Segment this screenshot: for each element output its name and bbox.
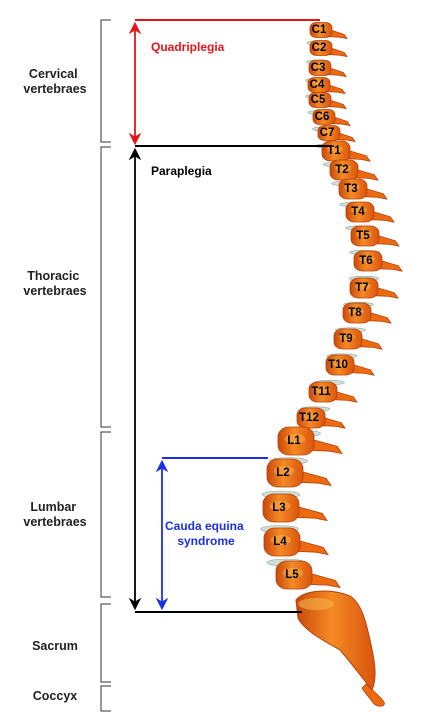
coccyx-illustration: [361, 683, 385, 707]
vertebra-highlight: [270, 534, 292, 546]
vertebra-label-t12: T12: [299, 412, 319, 424]
region-label-lumbar: Lumbar vertebraes: [23, 500, 86, 529]
vertebra-label-c5: C5: [311, 94, 326, 106]
vertebra-label-c7: C7: [320, 127, 335, 139]
vertebra-highlight: [351, 206, 367, 214]
vertebra-label-t3: T3: [344, 183, 357, 195]
vertebra-highlight: [313, 43, 327, 49]
vertebra-label-t11: T11: [311, 386, 331, 398]
vertebra-label-t4: T4: [351, 206, 365, 218]
quadriplegia-label: Quadriplegia: [151, 40, 225, 54]
spine-illustration: C1C2C3C4C5C6C7T1T2T3T4T5T6T7T8T9T10T11T1…: [260, 22, 403, 707]
vertebra-label-c4: C4: [310, 79, 325, 91]
vertebra-label-l3: L3: [272, 502, 285, 514]
vertebra-label-t2: T2: [335, 164, 348, 176]
vertebra-highlight: [273, 465, 295, 477]
vertebra-label-t9: T9: [339, 333, 352, 345]
vertebra-highlight: [335, 164, 351, 172]
vertebra-label-t5: T5: [356, 230, 370, 242]
vertebra-label-c1: C1: [312, 24, 327, 36]
region-label-sacrum: Sacrum: [32, 639, 78, 653]
vertebra-highlight: [302, 412, 318, 420]
bracket-lumbar: [100, 431, 111, 598]
vertebra-highlight: [312, 63, 326, 69]
paraplegia-label: Paraplegia: [151, 164, 212, 178]
vertebra-label-l1: L1: [287, 435, 301, 447]
vertebra-highlight: [331, 359, 347, 367]
sacrum-illustration: [295, 590, 376, 691]
vertebra-label-c3: C3: [311, 62, 326, 74]
vertebra-label-t10: T10: [328, 359, 348, 371]
vertebra-highlight: [313, 25, 327, 31]
region-label-cervical: Cervical vertebraes: [23, 67, 86, 96]
vertebra-highlight: [339, 333, 355, 341]
vertebra-label-t6: T6: [359, 255, 372, 267]
vertebra-highlight: [314, 386, 330, 394]
bracket-sacrum: [100, 603, 111, 683]
cauda-equina-label: Cauda equina syndrome: [165, 519, 247, 548]
region-label-coccyx: Coccyx: [33, 689, 78, 703]
vertebra-label-c2: C2: [312, 42, 327, 54]
vertebra-label-l5: L5: [285, 569, 299, 581]
vertebra-highlight: [269, 500, 291, 512]
vertebra-highlight: [282, 567, 304, 579]
vertebra-highlight: [359, 255, 375, 263]
vertebra-label-l4: L4: [273, 536, 287, 548]
vertebra-label-t7: T7: [355, 282, 368, 294]
vertebra-highlight: [327, 145, 343, 153]
bracket-coccyx: [100, 685, 111, 712]
vertebra-highlight: [355, 282, 371, 290]
bracket-thoracic: [100, 146, 111, 428]
vertebra-highlight: [311, 80, 325, 86]
vertebra-highlight: [348, 307, 364, 315]
vertebra-label-t8: T8: [348, 307, 362, 319]
bracket-cervical: [100, 19, 111, 143]
sacrum-highlight: [298, 598, 334, 610]
region-label-thoracic: Thoracic vertebraes: [23, 269, 86, 298]
vertebra-highlight: [321, 128, 335, 134]
vertebra-label-t1: T1: [327, 145, 341, 157]
vertebra-highlight: [284, 433, 306, 445]
region-brackets: [100, 19, 111, 712]
vertebra-highlight: [356, 230, 372, 238]
vertebra-label-c6: C6: [315, 111, 330, 123]
vertebra-highlight: [344, 183, 360, 191]
vertebra-label-l2: L2: [276, 467, 289, 479]
vertebra-highlight: [316, 112, 330, 118]
vertebra-highlight: [312, 95, 326, 101]
